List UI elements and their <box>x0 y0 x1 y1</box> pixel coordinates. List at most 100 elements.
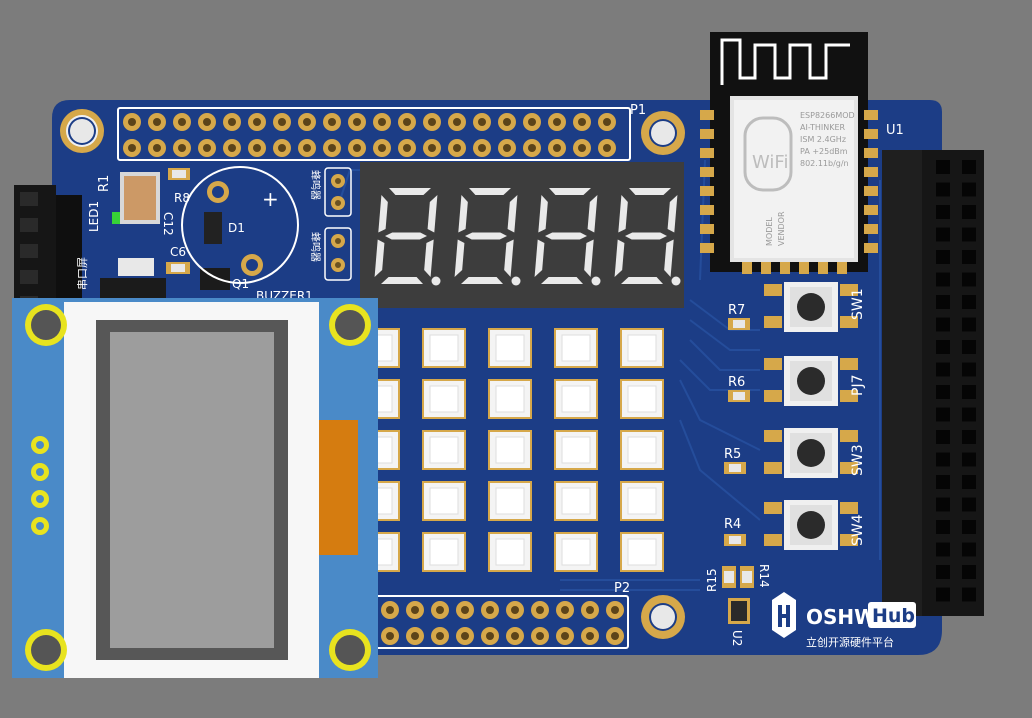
seven-segment-digit-icon <box>584 239 594 277</box>
p1-pin-hole <box>378 118 386 126</box>
u2-label: U2 <box>730 630 744 646</box>
ws2812-led-lens <box>561 385 591 413</box>
seven-segment-digit-icon <box>545 232 587 240</box>
p1-pin-hole <box>128 144 136 152</box>
module-pad-right <box>864 148 878 158</box>
ws2812-led-lens <box>495 487 525 515</box>
switch-pad <box>764 390 782 402</box>
seven-segment-digit-icon <box>664 239 674 277</box>
p1-pin-hole <box>578 144 586 152</box>
module-spec-line: ISM 2.4GHz <box>800 135 846 144</box>
r14-label: R14 <box>757 564 771 588</box>
p1-pin-hole <box>428 118 436 126</box>
socket-hole <box>936 542 950 557</box>
buzzer <box>181 166 299 284</box>
serial-screen-label: 串口屏 <box>76 257 89 290</box>
seven-segment-digit-icon <box>427 195 438 233</box>
socket-hole <box>962 452 976 467</box>
module-castellated-pads <box>700 110 878 274</box>
oled-module <box>12 298 378 678</box>
module-pad-bottom <box>837 262 847 274</box>
p2-label: P2 <box>614 581 630 596</box>
p2-pin-hole <box>611 606 619 614</box>
socket-hole <box>962 407 976 422</box>
p1-pin-hole <box>303 118 311 126</box>
p1-pin-header <box>117 107 631 161</box>
buzzer-jumpers <box>324 167 352 281</box>
seven-segment-digit-icon <box>541 277 583 284</box>
switch-pad <box>840 284 858 296</box>
socket-hole <box>962 317 976 332</box>
p1-pin-hole <box>528 118 536 126</box>
module-pad-bottom <box>799 262 809 274</box>
ws2812-led-lens <box>495 436 525 464</box>
p2-pin-hole <box>486 632 494 640</box>
p2-pin-hole <box>536 606 544 614</box>
socket-hole <box>936 475 950 489</box>
ws2812-led-lens <box>561 436 591 464</box>
switch-pad <box>764 316 782 328</box>
c12-label: C12 <box>161 212 175 236</box>
ws2812-led-lens <box>429 436 459 464</box>
p2-pin-hole <box>411 606 419 614</box>
seven-segment-digit-icon <box>618 195 628 233</box>
p1-pin-hole <box>153 144 161 152</box>
module-pad-left <box>700 167 714 177</box>
p1-label: P1 <box>630 103 646 118</box>
right-pin-socket <box>882 150 984 616</box>
seven-segment-digit-icon <box>625 232 667 240</box>
r6-label: R6 <box>728 375 745 390</box>
p2-pin-hole <box>561 632 569 640</box>
r7-label: R7 <box>728 303 745 318</box>
module-pad-left <box>700 148 714 158</box>
p1-pin-hole <box>503 118 511 126</box>
p1-pin-hole <box>278 118 286 126</box>
r1-label: R1 <box>97 175 112 192</box>
seven-segment-digit-icon <box>424 239 434 277</box>
socket-hole <box>936 295 950 309</box>
ws2812-led-lens <box>561 487 591 515</box>
p1-pin-hole <box>178 144 186 152</box>
switch-pad <box>840 534 858 546</box>
p1-pin-hole <box>328 144 336 152</box>
switch-pad <box>840 316 858 328</box>
socket-hole <box>936 520 950 534</box>
module-pad-bottom <box>761 262 771 274</box>
socket-hole <box>962 205 976 219</box>
oshwhub-subtitle: 立创开源硬件平台 <box>806 635 894 649</box>
p1-pin-hole <box>378 144 386 152</box>
p2-pin-hole <box>386 632 394 640</box>
p1-pin-hole <box>603 118 611 126</box>
module-pad-bottom <box>780 262 790 274</box>
ws2812-led-lens <box>627 538 657 566</box>
switch-cap <box>797 293 825 321</box>
socket-hole <box>962 227 976 242</box>
p1-pin-hole <box>603 144 611 152</box>
socket-hole <box>936 407 950 422</box>
socket-hole <box>962 295 976 309</box>
socket-hole <box>962 497 976 512</box>
switch-cap <box>797 367 825 395</box>
module-vendor-label: VENDOR <box>777 211 786 246</box>
p1-pin-hole <box>353 144 361 152</box>
socket-hole <box>962 475 976 489</box>
seven-segment-digit-icon <box>534 239 545 277</box>
module-spec-line: 802.11b/g/n <box>800 159 849 168</box>
seven-segment-digit-icon <box>621 277 663 284</box>
seven-segment-display <box>360 162 684 308</box>
socket-hole <box>962 160 976 174</box>
p2-pin-hole <box>436 632 444 640</box>
p1-pin-hole <box>178 118 186 126</box>
seven-segment-digit-icon <box>538 195 548 233</box>
switch-pad <box>764 284 782 296</box>
module-pad-left <box>700 224 714 234</box>
ws2812-led-lens <box>429 334 459 362</box>
socket-hole <box>936 452 950 467</box>
seven-segment-digit-icon <box>461 277 503 284</box>
mounting-hole-icon <box>641 111 685 155</box>
switch-pad <box>764 358 782 370</box>
module-pad-right <box>864 224 878 234</box>
socket-hole <box>962 430 976 444</box>
p1-pin-hole <box>153 118 161 126</box>
p1-pin-hole <box>328 118 336 126</box>
